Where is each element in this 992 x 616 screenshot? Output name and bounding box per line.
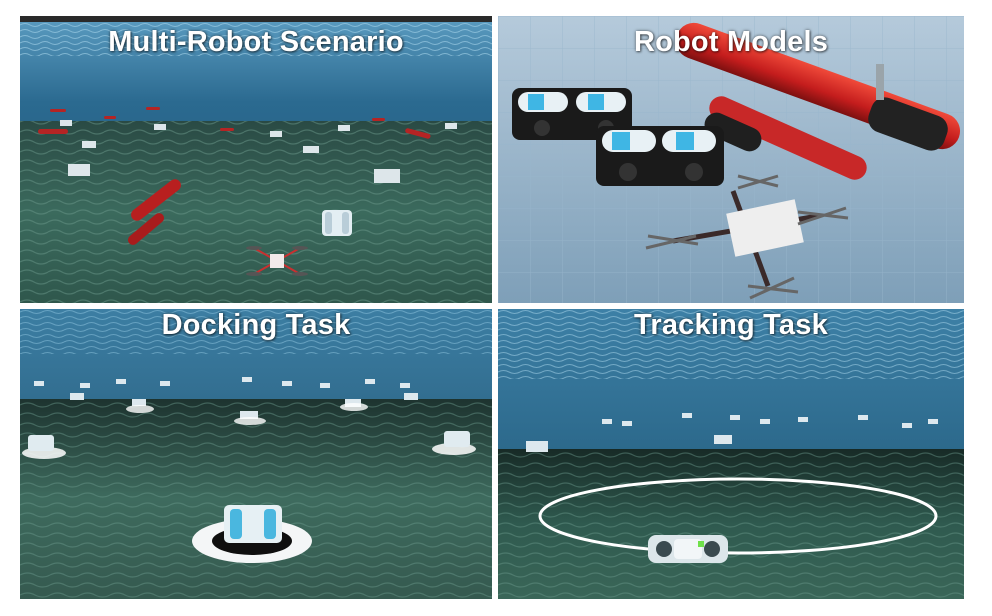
distant-rovs — [34, 377, 418, 419]
panel-title: Docking Task — [161, 309, 351, 341]
docking-task-image — [20, 309, 492, 599]
drone-robot — [246, 246, 308, 276]
side-rovs — [28, 431, 470, 451]
rov-robot — [322, 210, 352, 236]
tracking-trajectory-ring — [538, 477, 938, 555]
distant-rovs — [526, 413, 938, 452]
panel-title: Multi-Robot Scenario — [108, 26, 404, 58]
multi-robot-scene-image — [20, 16, 492, 303]
panel-title: Tracking Task — [634, 309, 828, 341]
docking-station — [192, 505, 312, 563]
panel-docking-task: Docking Task — [20, 309, 492, 599]
tracked-rov — [648, 535, 728, 563]
small-auv-model — [704, 96, 867, 180]
panel-title: Robot Models — [633, 26, 829, 58]
panel-multi-robot-scenario: Multi-Robot Scenario — [20, 16, 492, 303]
panel-robot-models: Robot Models — [498, 16, 964, 303]
panel-tracking-task: Tracking Task — [498, 309, 964, 599]
rov-model-2 — [596, 126, 724, 186]
distant-robots — [38, 107, 457, 183]
tracking-task-image — [498, 309, 964, 599]
quadrotor-model — [645, 174, 849, 300]
red-auv-robots — [127, 179, 181, 245]
robot-models-image — [498, 16, 964, 303]
large-auv-model — [675, 22, 961, 151]
